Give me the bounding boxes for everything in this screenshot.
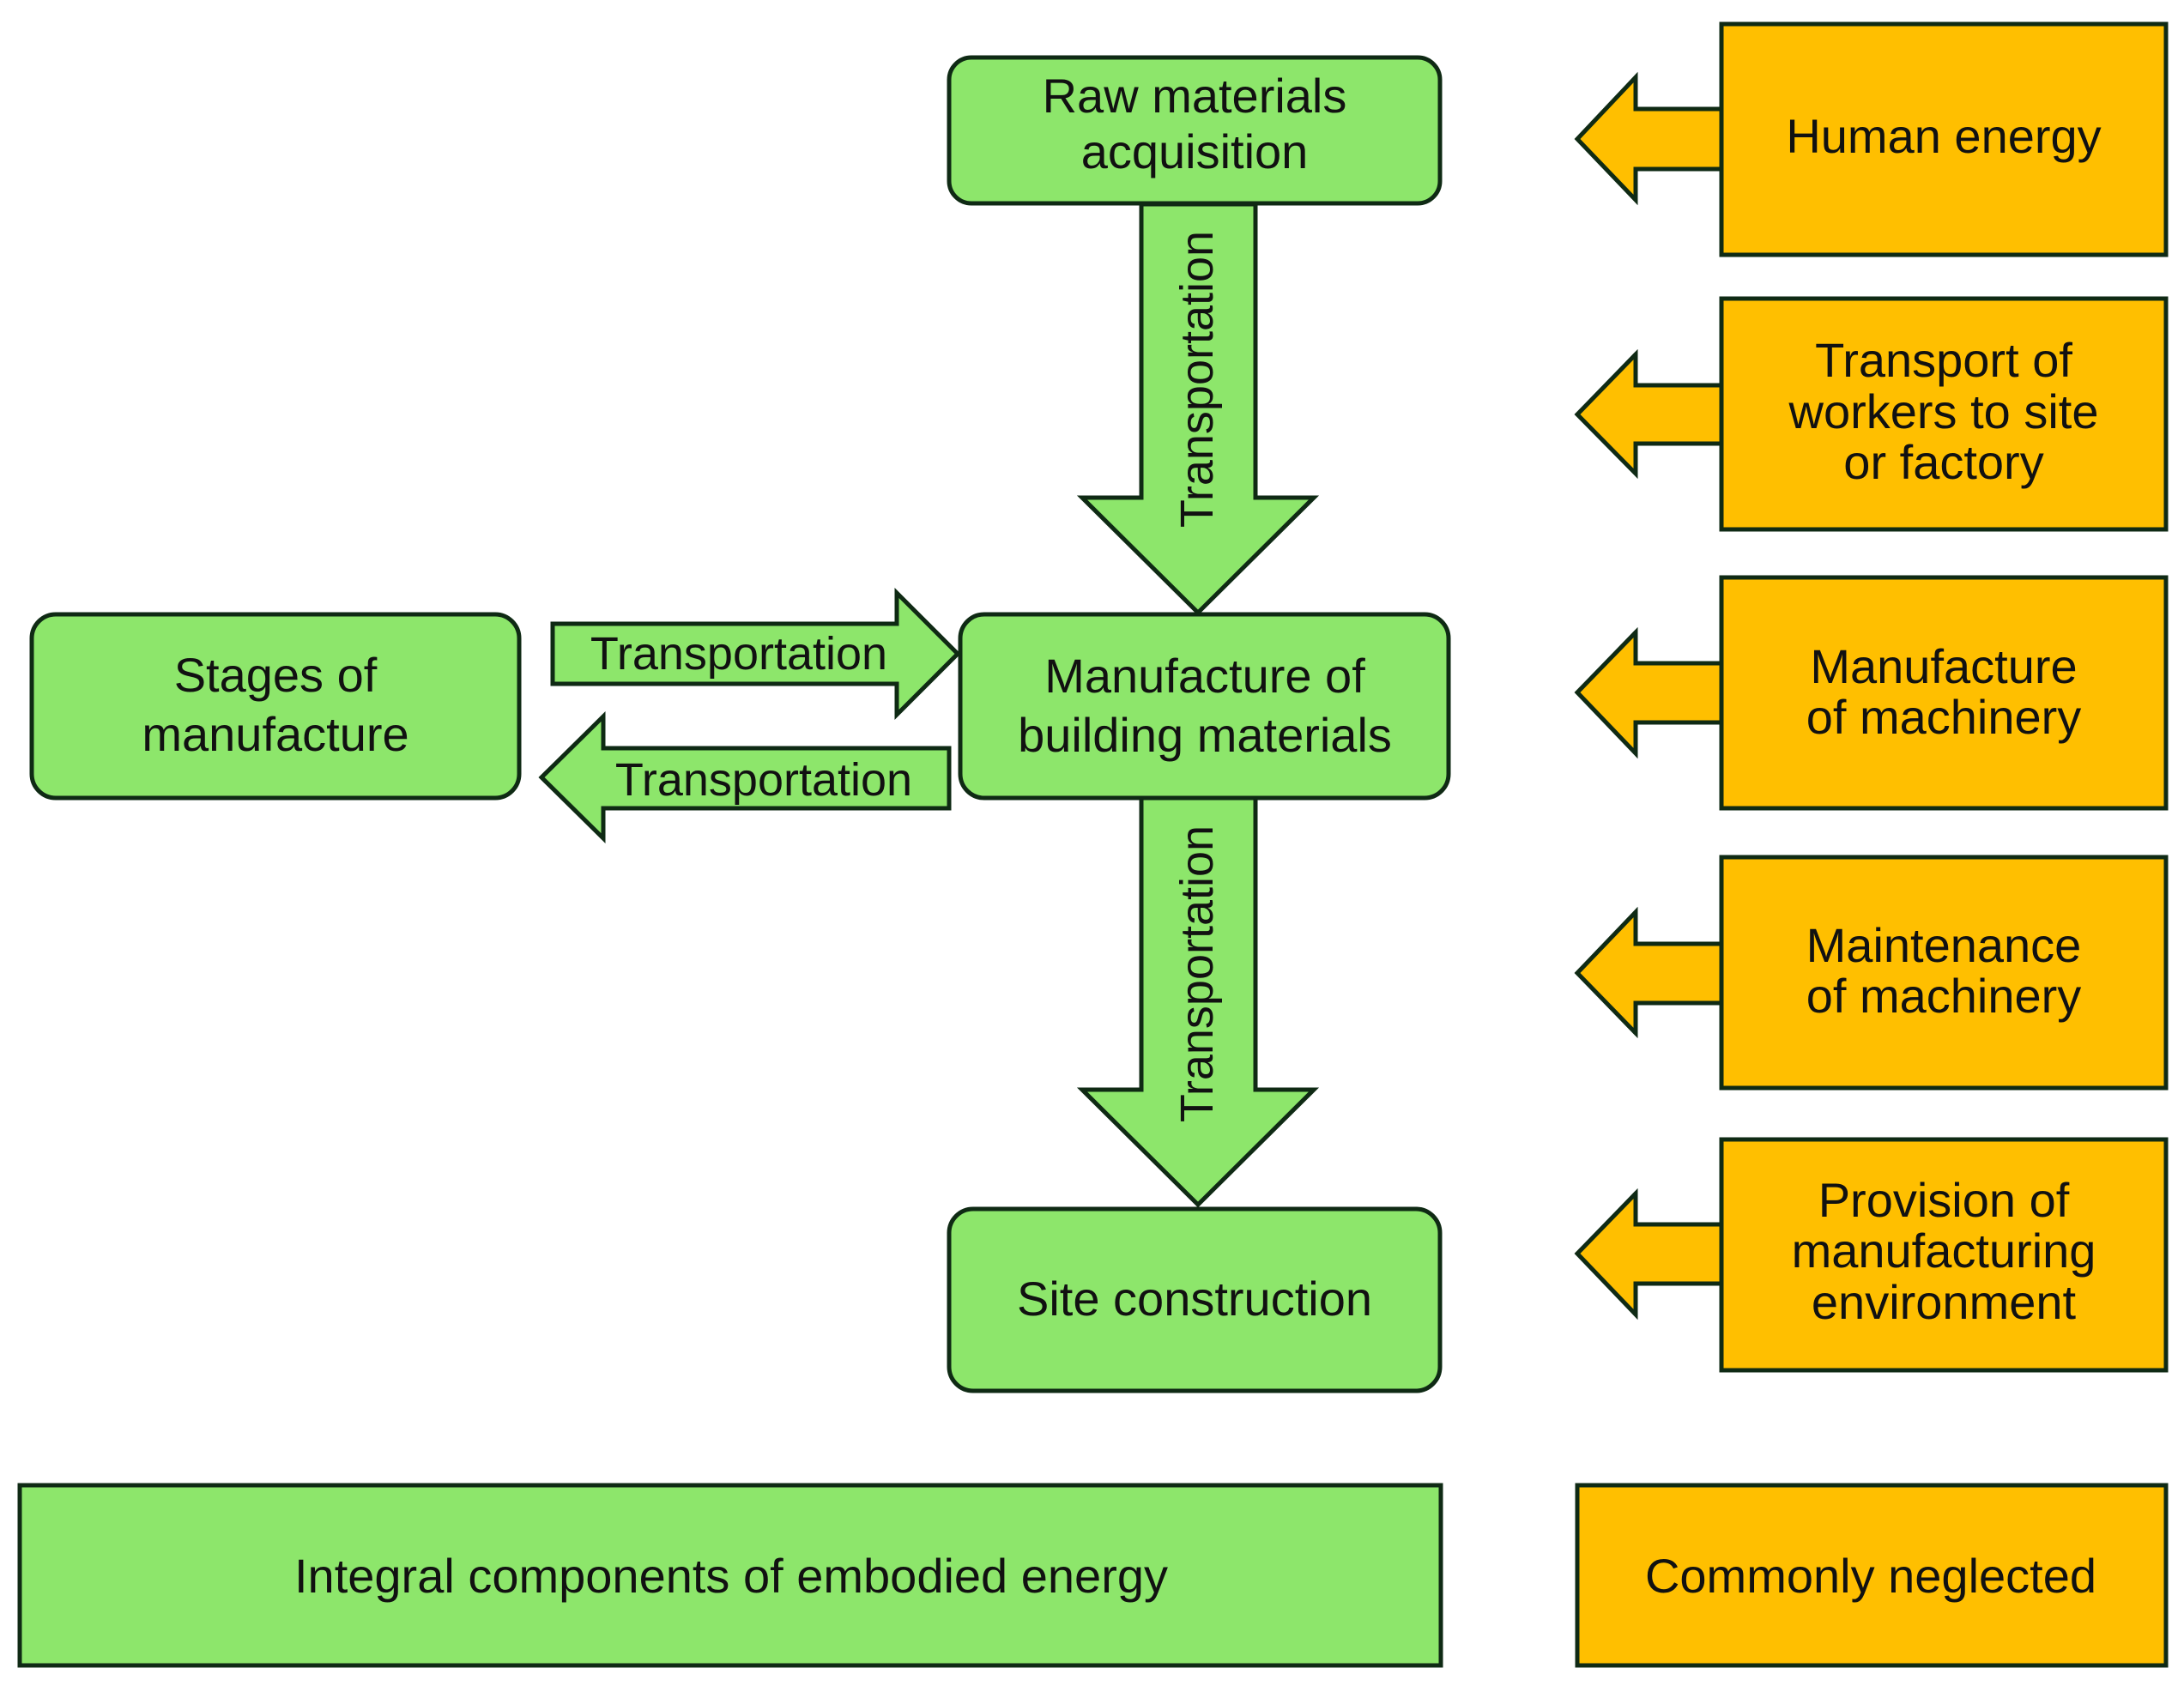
arrow-stages-to-manufacture: Transportation: [550, 587, 961, 721]
neglected-transport-line-1: Transport of: [1815, 333, 2072, 387]
neglected-provision-line-2: manufacturing: [1792, 1224, 2096, 1278]
neglected-human-energy-line-1: Human energy: [1786, 109, 2101, 163]
node-stages-line-2: manufacture: [142, 707, 408, 761]
arrow-manufacture-to-site-label: Transportation: [1171, 825, 1223, 1122]
legend-neglected-label: Commonly neglected: [1645, 1549, 2096, 1603]
neglected-manufacture-of-machinery: Manufacture of machinery: [1574, 575, 2169, 811]
neglected-maintenance-line-2: of machinery: [1806, 969, 2082, 1023]
arrow-raw-to-manufacture-label: Transportation: [1171, 231, 1223, 528]
legend-integral-label: Integral components of embodied energy: [294, 1549, 1168, 1603]
legend-integral: Integral components of embodied energy: [17, 1483, 1443, 1668]
node-manufacture-line-1: Manufacture of: [1044, 649, 1365, 703]
node-raw-materials-line-2: acquisition: [1081, 124, 1309, 178]
node-stages-of-manufacture: Stages of manufacture: [29, 612, 522, 801]
node-manufacture-building-materials: Manufacture of building materials: [958, 612, 1451, 801]
arrow-manufacture-to-stages: Transportation: [538, 711, 952, 843]
neglected-provision-of-environment: Provision of manufacturing environment: [1574, 1137, 2169, 1373]
neglected-maintenance-line-1: Maintenance: [1806, 918, 2082, 972]
neglected-human-energy: Human energy: [1574, 21, 2169, 257]
arrow-raw-to-manufacture: Transportation: [1076, 202, 1320, 616]
node-raw-materials-line-1: Raw materials: [1043, 69, 1347, 123]
neglected-maintenance-of-machinery: Maintenance of machinery: [1574, 855, 2169, 1091]
node-stages-line-1: Stages of: [174, 648, 378, 702]
node-raw-materials: Raw materials acquisition: [947, 55, 1443, 206]
neglected-transport-of-workers: Transport of workers to site or factory: [1574, 296, 2169, 532]
arrow-manufacture-to-stages-label: Transportation: [615, 754, 912, 806]
neglected-provision-line-1: Provision of: [1818, 1173, 2070, 1227]
node-site-construction: Site construction: [947, 1206, 1443, 1393]
arrow-manufacture-to-site: Transportation: [1076, 795, 1320, 1208]
node-manufacture-line-2: building materials: [1018, 708, 1392, 762]
neglected-provision-line-3: environment: [1812, 1275, 2077, 1329]
neglected-manufacture-machinery-line-1: Manufacture: [1810, 639, 2077, 693]
arrow-stages-to-manufacture-label: Transportation: [590, 628, 887, 680]
neglected-transport-line-2: workers to site: [1788, 384, 2099, 438]
legend-neglected: Commonly neglected: [1575, 1483, 2169, 1668]
neglected-transport-line-3: or factory: [1843, 435, 2043, 489]
neglected-manufacture-machinery-line-2: of machinery: [1806, 690, 2082, 744]
node-site-line-1: Site construction: [1017, 1272, 1372, 1326]
